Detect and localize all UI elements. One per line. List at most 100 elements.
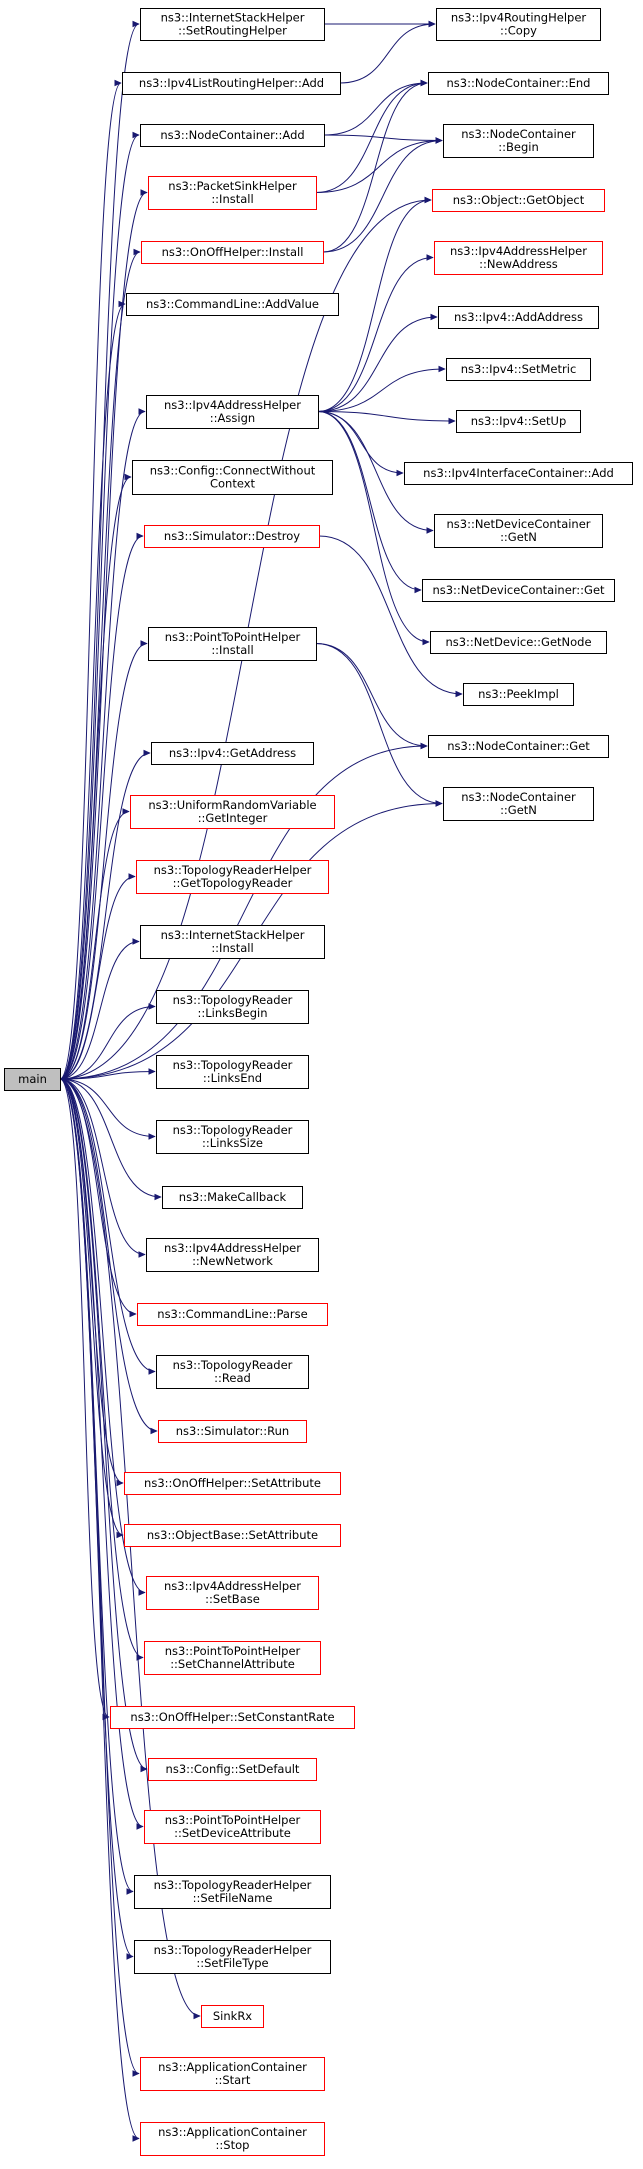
edge-main-to-ipv4ah-newnetwork — [59, 1078, 145, 1255]
node-box — [156, 1055, 309, 1089]
node-nc-getn[interactable]: ns3::NodeContainer::GetN — [443, 787, 594, 821]
node-ipv4-setmetric[interactable]: ns3::Ipv4::SetMetric — [446, 358, 591, 381]
node-box — [136, 860, 329, 894]
edge-ipv4ah-assign-to-ndc-get — [317, 411, 421, 591]
node-config-setdefault[interactable]: ns3::Config::SetDefault — [148, 1758, 317, 1781]
node-label: ns3::TopologyReader — [173, 993, 293, 1007]
node-trh-setfilename[interactable]: ns3::TopologyReaderHelper::SetFileName — [134, 1875, 331, 1909]
node-label: ns3::Simulator::Run — [176, 1424, 289, 1438]
node-p2p-setdevice[interactable]: ns3::PointToPointHelper::SetDeviceAttrib… — [144, 1810, 321, 1844]
node-ipv4ic-add[interactable]: ns3::Ipv4InterfaceContainer::Add — [404, 462, 633, 485]
node-nc-get[interactable]: ns3::NodeContainer::Get — [428, 735, 609, 758]
node-label: ns3::CommandLine::Parse — [157, 1307, 307, 1321]
node-main[interactable]: main — [4, 1068, 61, 1091]
node-label: ::Stop — [216, 2138, 250, 2152]
node-box — [4, 1068, 61, 1091]
node-ipv4ah-newaddress[interactable]: ns3::Ipv4AddressHelper::NewAddress — [434, 241, 603, 275]
node-label: ::SetFileType — [196, 1956, 268, 1970]
node-psh-install[interactable]: ns3::PacketSinkHelper::Install — [148, 176, 317, 210]
node-tr-read[interactable]: ns3::TopologyReader::Read — [156, 1355, 309, 1389]
node-label: ns3::Ipv4AddressHelper — [164, 1241, 301, 1255]
node-box — [158, 1420, 307, 1443]
node-onoff-setconst[interactable]: ns3::OnOffHelper::SetConstantRate — [110, 1706, 355, 1729]
node-trh-setfiletype[interactable]: ns3::TopologyReaderHelper::SetFileType — [134, 1940, 331, 1974]
node-ndc-getn[interactable]: ns3::NetDeviceContainer::GetN — [434, 514, 603, 548]
node-label: ns3::Ipv4AddressHelper — [164, 1579, 301, 1593]
node-ipv4-setup[interactable]: ns3::Ipv4::SetUp — [456, 410, 581, 433]
node-ipv4ah-newnetwork[interactable]: ns3::Ipv4AddressHelper::NewNetwork — [146, 1238, 319, 1272]
edge-p2p-install-to-nc-getn — [315, 643, 442, 804]
edge-main-to-cmd-addvalue — [59, 304, 125, 1080]
node-appc-start[interactable]: ns3::ApplicationContainer::Start — [140, 2057, 325, 2091]
node-label: ns3::CommandLine::AddValue — [146, 297, 319, 311]
node-ipv4rh-copy[interactable]: ns3::Ipv4RoutingHelper::Copy — [436, 8, 601, 41]
node-box — [148, 627, 317, 661]
node-label: ns3::NodeContainer::End — [447, 76, 591, 90]
node-trh-gettopo[interactable]: ns3::TopologyReaderHelper::GetTopologyRe… — [136, 860, 329, 894]
edge-main-to-sim-run — [59, 1078, 157, 1431]
node-ish-setrouting[interactable]: ns3::InternetStackHelper::SetRoutingHelp… — [140, 8, 325, 41]
node-cmd-addvalue[interactable]: ns3::CommandLine::AddValue — [126, 293, 339, 316]
node-label: ::GetInteger — [198, 811, 268, 825]
node-label: ns3::NodeContainer — [461, 127, 576, 141]
edge-ipv4ah-assign-to-obj-getobject — [317, 200, 431, 412]
node-tr-linksbegin[interactable]: ns3::TopologyReader::LinksBegin — [156, 990, 309, 1024]
node-sim-run[interactable]: ns3::Simulator::Run — [158, 1420, 307, 1443]
node-box — [434, 514, 603, 548]
node-box — [137, 1303, 328, 1326]
edge-main-to-tr-linksbegin — [59, 1007, 155, 1080]
edge-ipv4ah-assign-to-ipv4ah-newaddress — [317, 258, 433, 412]
node-tr-linkssize[interactable]: ns3::TopologyReader::LinksSize — [156, 1120, 309, 1154]
node-tr-linksend[interactable]: ns3::TopologyReader::LinksEnd — [156, 1055, 309, 1089]
edge-main-to-p2p-setchannel — [59, 1078, 143, 1658]
node-onoff-setattr[interactable]: ns3::OnOffHelper::SetAttribute — [124, 1472, 341, 1495]
node-box — [443, 787, 594, 821]
node-cmd-parse[interactable]: ns3::CommandLine::Parse — [137, 1303, 328, 1326]
node-nc-add[interactable]: ns3::NodeContainer::Add — [140, 124, 325, 147]
node-label: ns3::Ipv4InterfaceContainer::Add — [423, 466, 614, 480]
node-makecallback[interactable]: ns3::MakeCallback — [162, 1186, 303, 1209]
node-box — [456, 410, 581, 433]
node-ndc-get[interactable]: ns3::NetDeviceContainer::Get — [422, 579, 615, 602]
node-label: ns3::ApplicationContainer — [158, 2125, 307, 2139]
node-appc-stop[interactable]: ns3::ApplicationContainer::Stop — [140, 2122, 325, 2156]
node-obj-getobject[interactable]: ns3::Object::GetObject — [432, 189, 605, 212]
node-sinkrx[interactable]: SinkRx — [201, 2005, 264, 2028]
node-ipv4ah-setbase[interactable]: ns3::Ipv4AddressHelper::SetBase — [146, 1576, 319, 1610]
node-ipv4ah-assign[interactable]: ns3::Ipv4AddressHelper::Assign — [146, 395, 319, 429]
node-label: ns3::InternetStackHelper — [161, 11, 305, 25]
node-objbase-setattr[interactable]: ns3::ObjectBase::SetAttribute — [124, 1524, 341, 1547]
node-box — [110, 1706, 355, 1729]
node-label: ::SetDeviceAttribute — [174, 1826, 291, 1840]
node-p2p-install[interactable]: ns3::PointToPointHelper::Install — [148, 627, 317, 661]
node-ipv4list-add[interactable]: ns3::Ipv4ListRoutingHelper::Add — [122, 72, 341, 95]
node-label: ::Install — [211, 192, 253, 206]
node-box — [126, 293, 339, 316]
node-p2p-setchannel[interactable]: ns3::PointToPointHelper::SetChannelAttri… — [144, 1641, 321, 1675]
node-box — [201, 2005, 264, 2028]
node-label: ns3::Object::GetObject — [453, 193, 585, 207]
node-ipv4-getaddress[interactable]: ns3::Ipv4::GetAddress — [151, 742, 314, 765]
node-nd-getnode[interactable]: ns3::NetDevice::GetNode — [430, 631, 607, 654]
node-sim-destroy[interactable]: ns3::Simulator::Destroy — [144, 525, 320, 548]
node-onoff-install[interactable]: ns3::OnOffHelper::Install — [141, 241, 324, 264]
node-box — [144, 1810, 321, 1844]
node-urv-getinteger[interactable]: ns3::UniformRandomVariable::GetInteger — [130, 795, 335, 829]
node-box — [140, 124, 325, 147]
node-label: ns3::Ipv4RoutingHelper — [451, 11, 587, 25]
edge-psh-install-to-nc-begin — [315, 141, 442, 193]
node-ipv4-addaddress[interactable]: ns3::Ipv4::AddAddress — [438, 306, 599, 329]
node-box — [141, 241, 324, 264]
edge-main-to-ish-install — [59, 942, 139, 1080]
node-nc-begin[interactable]: ns3::NodeContainer::Begin — [443, 124, 594, 158]
node-box — [443, 124, 594, 158]
edge-main-to-onoff-setconst — [59, 1078, 109, 1717]
node-peekimpl[interactable]: ns3::PeekImpl — [463, 683, 574, 706]
node-label: ns3::PeekImpl — [478, 687, 559, 701]
node-box — [134, 1875, 331, 1909]
node-nc-end[interactable]: ns3::NodeContainer::End — [428, 72, 609, 95]
node-label: ns3::PointToPointHelper — [165, 1644, 301, 1658]
node-ish-install[interactable]: ns3::InternetStackHelper::Install — [140, 925, 325, 959]
node-label: ns3::Ipv4ListRoutingHelper::Add — [139, 76, 324, 90]
